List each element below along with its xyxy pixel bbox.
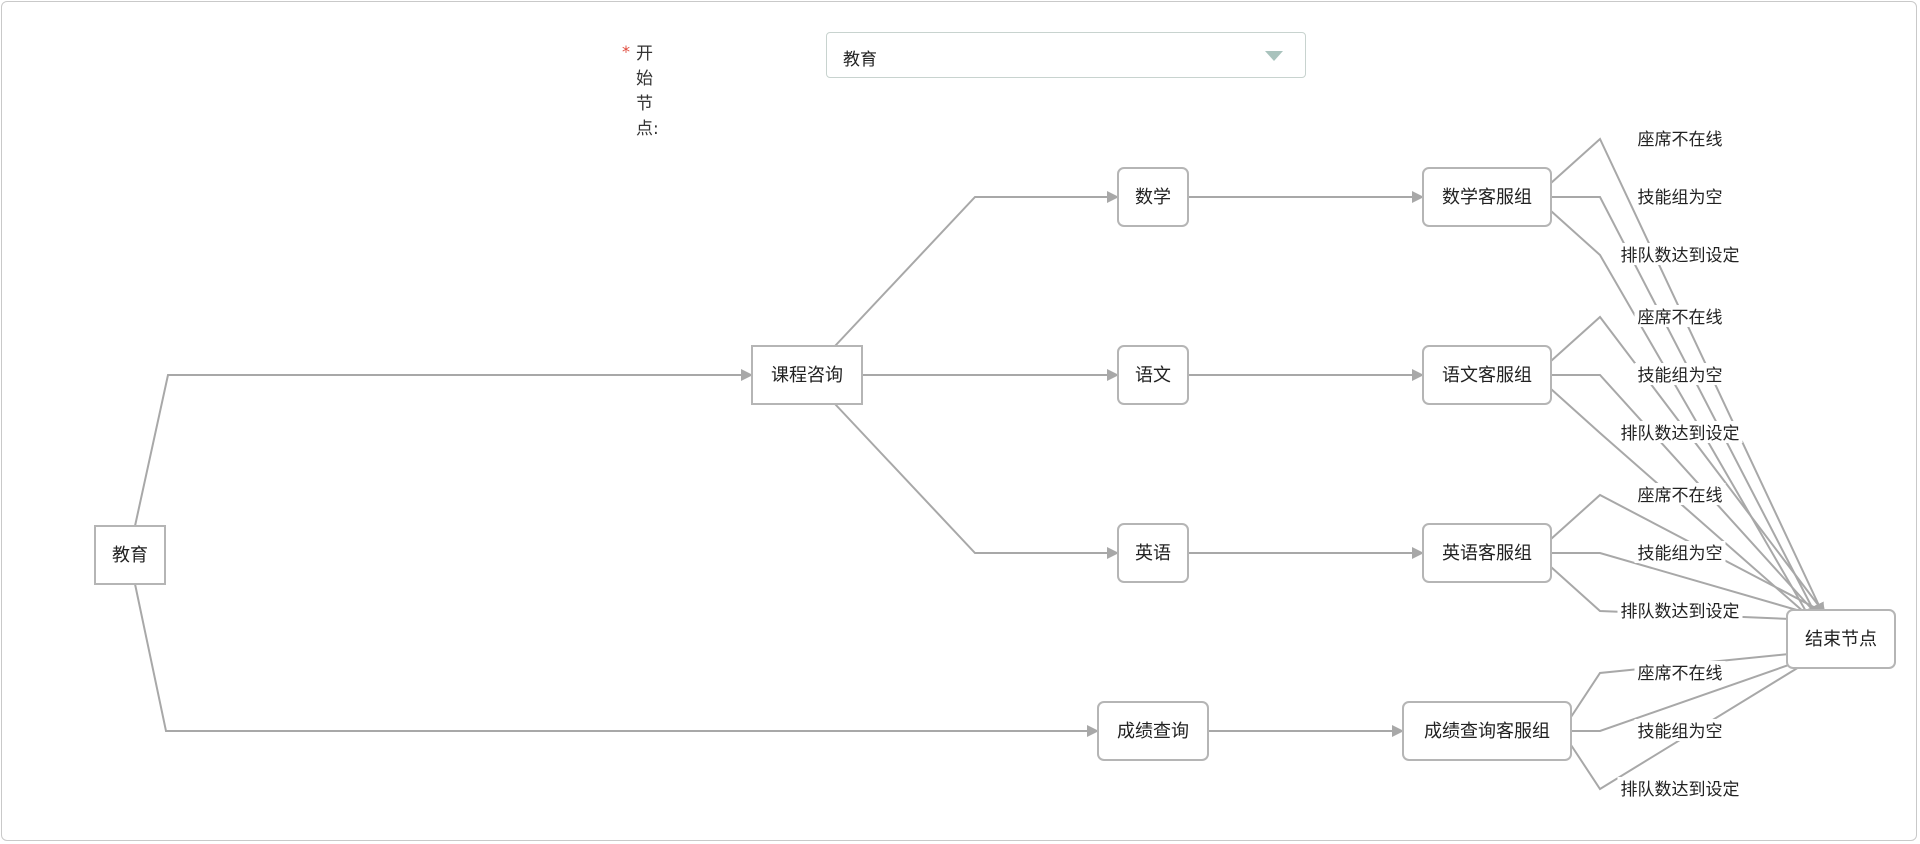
- start-node-select-value: 教育: [843, 50, 877, 70]
- node-label: 语文客服组: [1442, 365, 1532, 386]
- node-box: [1422, 167, 1552, 227]
- node-end[interactable]: 结束节点: [1786, 609, 1896, 669]
- node-box: [1786, 609, 1896, 669]
- edge-label-yuwen_kf-0: 座席不在线: [1638, 308, 1723, 328]
- edge-label-bg: [1617, 243, 1743, 265]
- node-box: [1117, 167, 1189, 227]
- node-label: 成绩查询客服组: [1424, 721, 1550, 742]
- node-yingyu[interactable]: 英语: [1117, 523, 1189, 583]
- edge-label-bg: [1634, 719, 1726, 741]
- edge-shuxue_kf-to-end-0: [1550, 137, 1824, 615]
- edge-kecheng-to-shuxue: [834, 191, 1119, 347]
- node-box: [1422, 523, 1552, 583]
- node-label: 数学: [1135, 187, 1171, 208]
- edge-yingyu_kf-to-end-0: [1550, 493, 1828, 615]
- node-label: 结束节点: [1805, 629, 1877, 650]
- node-box: [1117, 345, 1189, 405]
- edge-label-yuwen_kf-2: 排队数达到设定: [1621, 424, 1740, 444]
- node-box: [1402, 701, 1572, 761]
- node-kecheng[interactable]: 课程咨询: [751, 345, 863, 405]
- node-label: 英语: [1135, 543, 1171, 564]
- start-node-select[interactable]: 教育: [826, 32, 1306, 78]
- edge-label-yuwen_kf-1: 技能组为空: [1638, 366, 1723, 386]
- node-jiaoyu[interactable]: 教育: [94, 525, 166, 585]
- node-box: [1422, 345, 1552, 405]
- node-chengji_kf[interactable]: 成绩查询客服组: [1402, 701, 1572, 761]
- edge-label-yingyu_kf-2: 排队数达到设定: [1621, 602, 1740, 622]
- edge-label-shuxue_kf-2: 排队数达到设定: [1621, 246, 1740, 266]
- node-yuwen_kf[interactable]: 语文客服组: [1422, 345, 1552, 405]
- edge-label-chengji_kf-0: 座席不在线: [1638, 664, 1723, 684]
- edge-chengji_kf-to-end-2: [1570, 655, 1818, 791]
- edge-label-bg: [1634, 305, 1726, 327]
- edge-label-bg: [1634, 661, 1726, 683]
- node-yingyu_kf[interactable]: 英语客服组: [1422, 523, 1552, 583]
- node-box: [1117, 523, 1189, 583]
- node-box: [94, 525, 166, 585]
- edge-yuwen_kf-to-end-0: [1550, 315, 1826, 615]
- node-label: 教育: [112, 545, 148, 566]
- edge-label-shuxue_kf-0: 座席不在线: [1638, 130, 1723, 150]
- node-label: 数学客服组: [1442, 187, 1532, 208]
- edge-label-bg: [1617, 421, 1743, 443]
- edges-layer: [134, 137, 1830, 791]
- edge-label-yingyu_kf-1: 技能组为空: [1638, 544, 1723, 564]
- edge-chengji_kf-to-end-1: [1571, 650, 1824, 732]
- edge-yuwen_kf-to-end-2: [1550, 388, 1814, 621]
- node-chengji[interactable]: 成绩查询: [1097, 701, 1209, 761]
- node-label: 成绩查询: [1117, 721, 1189, 742]
- edge-kecheng-to-yingyu: [834, 403, 1119, 559]
- edge-labels-layer: 座席不在线技能组为空排队数达到设定座席不在线技能组为空排队数达到设定座席不在线技…: [1617, 127, 1743, 800]
- edge-shuxue_kf-to-end-2: [1550, 210, 1812, 621]
- edge-label-bg: [1617, 777, 1743, 799]
- required-mark: *: [622, 42, 630, 61]
- edge-chengji_kf-to-end-0: [1570, 645, 1830, 718]
- edge-shuxue_kf-to-end-1: [1551, 196, 1818, 618]
- node-shuxue_kf[interactable]: 数学客服组: [1422, 167, 1552, 227]
- node-label: 语文: [1135, 365, 1171, 386]
- edge-label-bg: [1634, 185, 1726, 207]
- node-label: 英语客服组: [1442, 543, 1532, 564]
- edge-label-bg: [1634, 541, 1726, 563]
- edge-label-chengji_kf-2: 排队数达到设定: [1621, 780, 1740, 800]
- caret-down-icon[interactable]: [1265, 51, 1283, 61]
- edge-jiaoyu-to-chengji: [134, 583, 1099, 737]
- edge-label-shuxue_kf-1: 技能组为空: [1638, 188, 1723, 208]
- edge-label-yingyu_kf-0: 座席不在线: [1638, 486, 1723, 506]
- edge-yingyu_kf-to-end-1: [1551, 552, 1822, 620]
- start-node-label: 开始节点:: [636, 44, 659, 139]
- edge-label-bg: [1634, 363, 1726, 385]
- node-box: [1097, 701, 1209, 761]
- edge-label-bg: [1634, 483, 1726, 505]
- edge-yuwen_kf-to-end-1: [1551, 374, 1820, 618]
- edge-yingyu_kf-to-end-2: [1550, 566, 1816, 626]
- edge-label-bg: [1617, 599, 1743, 621]
- node-label: 课程咨询: [771, 365, 843, 386]
- node-box: [751, 345, 863, 405]
- edge-label-chengji_kf-1: 技能组为空: [1638, 722, 1723, 742]
- edge-jiaoyu-to-kecheng: [134, 369, 753, 527]
- node-shuxue[interactable]: 数学: [1117, 167, 1189, 227]
- edge-label-bg: [1634, 127, 1726, 149]
- node-yuwen[interactable]: 语文: [1117, 345, 1189, 405]
